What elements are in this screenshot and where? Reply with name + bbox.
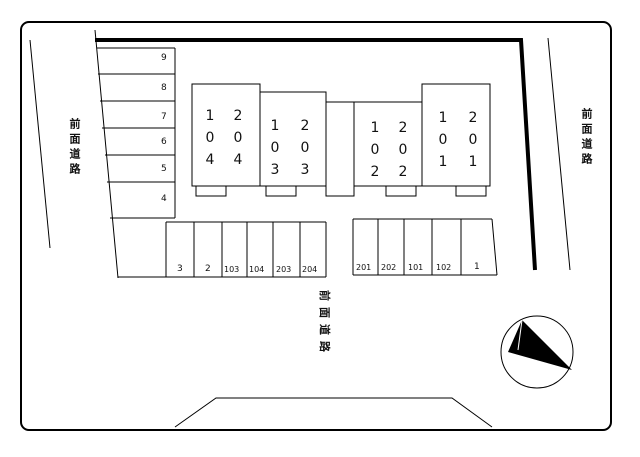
apartment-building	[191, 83, 491, 197]
unit-number: 104	[202, 108, 218, 174]
parking-slot-label: 6	[161, 137, 167, 147]
building-block-3	[353, 101, 423, 187]
unit-number: 201	[465, 110, 481, 176]
building-connector-1	[259, 91, 327, 187]
bottom-right-parking-row	[352, 218, 498, 276]
right-road-label: 前面道路	[580, 108, 593, 168]
unit-number: 103	[267, 118, 283, 184]
unit-number: 202	[395, 120, 411, 186]
site-frame	[20, 21, 612, 431]
parking-slot-label: 103	[224, 265, 240, 274]
left-road-edge-inner	[94, 29, 119, 279]
unit-number: 203	[297, 118, 313, 184]
unit-number: 204	[230, 108, 246, 174]
parking-slot-label: 102	[436, 263, 452, 272]
parking-slot-label: 1	[474, 262, 480, 272]
parking-slot-label: 204	[302, 265, 318, 274]
balcony-2	[265, 185, 297, 197]
parking-slot-label: 7	[161, 112, 167, 122]
parking-slot-label: 2	[205, 264, 211, 274]
balcony-4	[455, 185, 487, 197]
balcony-1	[195, 185, 227, 197]
parking-slot-label: 202	[381, 263, 397, 272]
building-block-1	[191, 83, 261, 187]
parking-slot-label: 201	[356, 263, 372, 272]
site-boundary-thick	[95, 38, 537, 271]
left-road-edge-outer	[29, 39, 51, 249]
parking-slot-label: 5	[161, 164, 167, 174]
parking-slot-label: 4	[161, 194, 167, 204]
right-road-edge-outer	[547, 37, 571, 271]
unit-number: 102	[367, 120, 383, 186]
parking-slot-label: 9	[161, 53, 167, 63]
parking-slot-label: 101	[408, 263, 424, 272]
building-block-4	[421, 83, 491, 187]
unit-number: 101	[435, 110, 451, 176]
bottom-left-parking-row	[118, 221, 327, 278]
parking-slot-label: 3	[177, 264, 183, 274]
parking-slot-label: 8	[161, 83, 167, 93]
parking-slot-label: 104	[249, 265, 265, 274]
building-gap	[325, 101, 355, 197]
left-parking-area	[97, 47, 176, 219]
bottom-road-label: 前面道路	[318, 290, 331, 358]
left-road-label: 前面道路	[68, 118, 81, 178]
north-arrow-icon	[500, 315, 574, 389]
entrance-driveway	[174, 397, 493, 428]
parking-slot-label: 203	[276, 265, 292, 274]
balcony-3	[385, 185, 417, 197]
